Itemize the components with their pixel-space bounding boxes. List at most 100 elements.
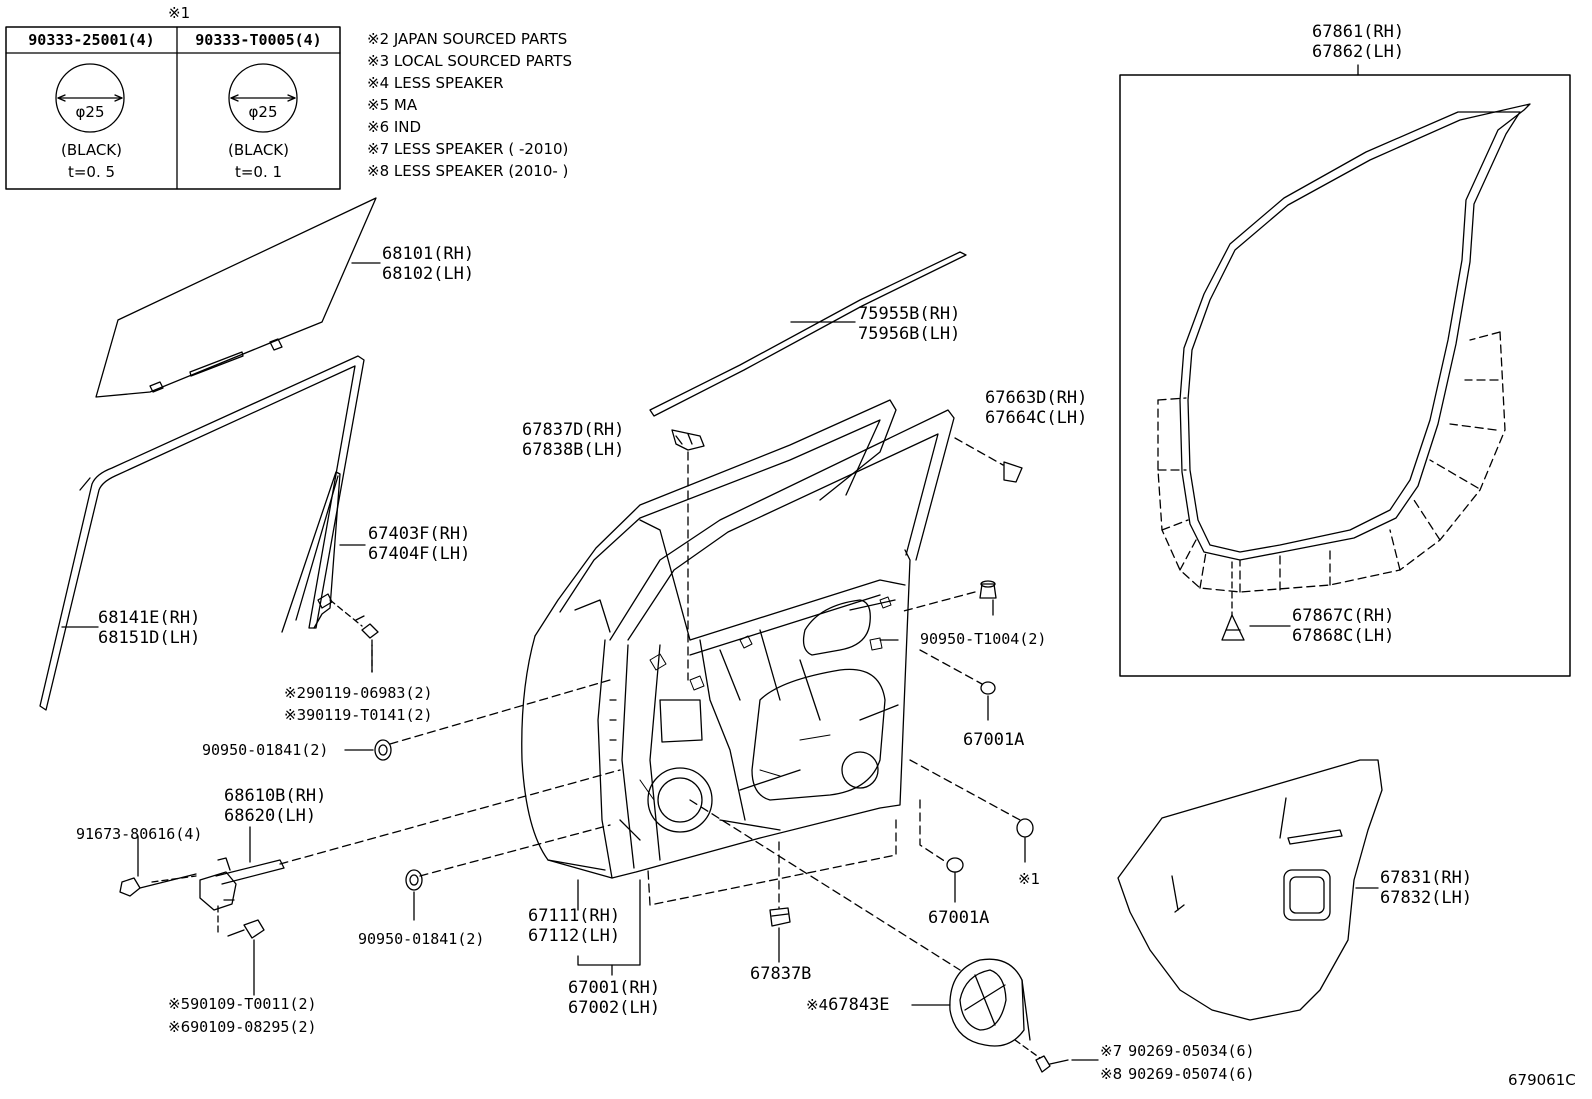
label-clip-right-lh: 67664C(LH) — [985, 408, 1088, 428]
legend-right-thickness: t=0. 1 — [234, 163, 283, 181]
clip-right-shape — [1003, 461, 1023, 483]
weatherstrip-dashed-door — [1157, 331, 1506, 593]
note-8: ※8 LESS SPEAKER (2010- ) — [367, 162, 569, 180]
label-clip-top-rh: 67837D(RH) — [522, 420, 625, 440]
legend-right-color: (BLACK) — [227, 141, 289, 159]
notes-list: ※2 JAPAN SOURCED PARTS ※3 LOCAL SOURCED … — [367, 28, 572, 182]
note-2: ※2 JAPAN SOURCED PARTS — [367, 30, 568, 48]
label-plug-b: 90950-01841(2) — [358, 930, 485, 948]
ws-clip-shape — [1221, 614, 1245, 641]
belt-moulding — [649, 251, 967, 417]
legend-right-part: 90333-T0005(4) — [195, 31, 322, 49]
note-5: ※5 MA — [367, 96, 418, 114]
check-bolt-shape — [119, 873, 197, 897]
label-check-screw-2: ※690109-08295(2) — [168, 1018, 317, 1036]
door-glass — [95, 197, 377, 398]
weatherstrip-box — [1119, 74, 1571, 677]
label-run-front-rh: 68141E(RH) — [98, 608, 201, 628]
door-details — [639, 596, 892, 801]
front-run-channel — [39, 355, 365, 711]
label-weatherstrip-rh: 67861(RH) — [1312, 22, 1405, 42]
label-plug-c: 90950-T1004(2) — [920, 630, 1047, 648]
legend-right-dia: φ25 — [248, 103, 278, 121]
label-speaker-cover-mark: ※4 — [806, 996, 829, 1014]
door-check-shape — [199, 857, 285, 911]
label-check-screw-mark-2: ※6 — [168, 1018, 191, 1036]
label-clip-bottom: 67837B — [750, 964, 812, 984]
hole-mark-shape — [1016, 818, 1034, 838]
label-speaker-screw-num-1: 90269-05034(6) — [1128, 1042, 1255, 1060]
legend-left-color: (BLACK) — [60, 141, 122, 159]
clip-bottom-shape — [769, 907, 791, 927]
note-4: ※4 LESS SPEAKER — [367, 74, 504, 92]
speaker-screw-shape — [1035, 1055, 1069, 1073]
label-moulding-lh: 75956B(LH) — [858, 324, 961, 344]
note-6: ※6 IND — [367, 118, 422, 136]
label-speaker-cover: ※467843E — [806, 995, 890, 1015]
weatherstrip-shape — [1179, 103, 1531, 561]
label-run-rear-lh: 67404F(LH) — [368, 544, 471, 564]
label-check-rh: 68610B(RH) — [224, 786, 327, 806]
label-service-cover-lh: 67832(LH) — [1380, 888, 1473, 908]
label-clip-right-rh: 67663D(RH) — [985, 388, 1088, 408]
label-hole-b: 67001A — [928, 908, 990, 928]
door-bottom-dashed — [647, 819, 897, 906]
bolt-a-shape — [355, 615, 379, 673]
hole-b-shape — [946, 857, 964, 873]
hole-a-shape — [980, 681, 996, 695]
label-check-screw-1: ※590109-T0011(2) — [168, 995, 317, 1013]
legend-left-thickness: t=0. 5 — [67, 163, 116, 181]
service-hole-cover-shape — [1117, 759, 1383, 1021]
label-bolt-a-num-1: 90119-06983(2) — [306, 684, 433, 702]
door-panel-body — [521, 399, 955, 879]
legend-left-part: 90333-25001(4) — [28, 31, 155, 49]
label-check-screw-num-1: 90109-T0011(2) — [190, 995, 317, 1013]
label-bolt-a-num-2: 90119-T0141(2) — [306, 706, 433, 724]
label-bolt-a-mark-2: ※3 — [284, 706, 307, 724]
label-glass-lh: 68102(LH) — [382, 264, 475, 284]
clip-top-shape — [671, 429, 705, 451]
plug-c-shape — [979, 580, 997, 599]
speaker-cover-shape — [949, 958, 1031, 1047]
label-hole-mark: ※1 — [1018, 870, 1041, 888]
label-panel-sub-lh: 67112(LH) — [528, 926, 621, 946]
label-hole-a: 67001A — [963, 730, 1025, 750]
label-panel-lh: 67002(LH) — [568, 998, 661, 1018]
rear-run-channel — [281, 471, 341, 633]
diagram-code: 679061C — [1508, 1071, 1576, 1089]
legend-box-mark: ※1 — [168, 4, 191, 22]
legend-left-dia: φ25 — [75, 103, 105, 121]
label-check-screw-num-2: 90109-08295(2) — [190, 1018, 317, 1036]
label-speaker-screw-1: ※7 90269-05034(6) — [1100, 1042, 1255, 1060]
label-speaker-screw-mark-1: ※7 — [1100, 1042, 1123, 1060]
note-7: ※7 LESS SPEAKER ( -2010) — [367, 140, 569, 158]
label-clip-top-lh: 67838B(LH) — [522, 440, 625, 460]
label-glass-rh: 68101(RH) — [382, 244, 475, 264]
label-check-lh: 68620(LH) — [224, 806, 317, 826]
label-speaker-cover-num: 67843E — [828, 995, 890, 1015]
note-3: ※3 LOCAL SOURCED PARTS — [367, 52, 572, 70]
check-screw-shape — [227, 919, 265, 939]
label-ws-clip-rh: 67867C(RH) — [1292, 606, 1395, 626]
plug-b-shape — [405, 869, 423, 891]
label-panel-sub-rh: 67111(RH) — [528, 906, 621, 926]
label-bolt-a-2: ※390119-T0141(2) — [284, 706, 433, 724]
label-ws-clip-lh: 67868C(LH) — [1292, 626, 1395, 646]
label-bolt-a-1: ※290119-06983(2) — [284, 684, 433, 702]
label-check-bolt: 91673-80616(4) — [76, 825, 203, 843]
legend-box-frame — [5, 26, 341, 190]
label-run-rear-rh: 67403F(RH) — [368, 524, 471, 544]
label-weatherstrip-lh: 67862(LH) — [1312, 42, 1405, 62]
label-speaker-screw-num-2: 90269-05074(6) — [1128, 1065, 1255, 1083]
label-service-cover-rh: 67831(RH) — [1380, 868, 1473, 888]
label-bolt-a-mark-1: ※2 — [284, 684, 307, 702]
label-moulding-rh: 75955B(RH) — [858, 304, 961, 324]
label-check-screw-mark-1: ※5 — [168, 995, 191, 1013]
label-panel-rh: 67001(RH) — [568, 978, 661, 998]
label-plug-a: 90950-01841(2) — [202, 741, 329, 759]
panel-label-bracket — [577, 879, 641, 976]
label-run-front-lh: 68151D(LH) — [98, 628, 201, 648]
